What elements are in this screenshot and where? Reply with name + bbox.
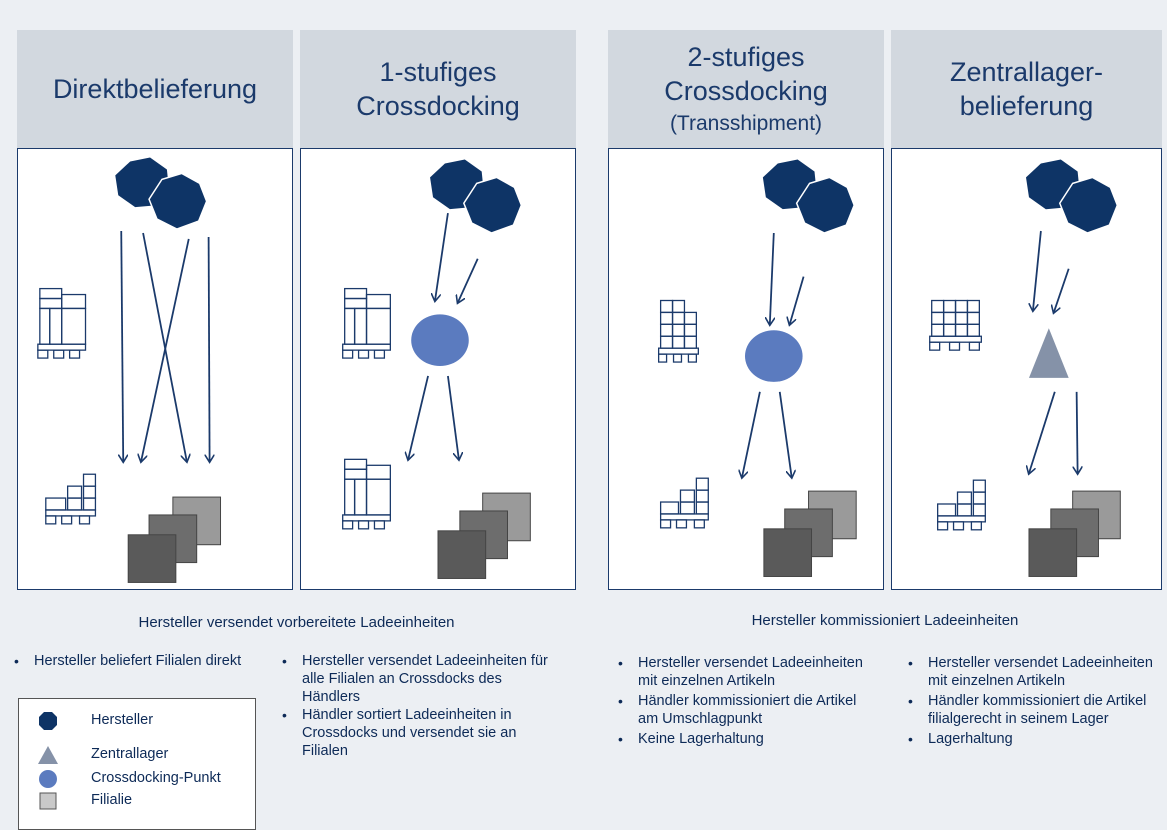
pallet-grid-icon [657,299,699,363]
filialen-icon [763,490,857,577]
column-title: Zentrallager- belieferung [949,57,1104,121]
zentrallager-icon [1028,328,1069,378]
pallet-stack-icon [342,287,391,359]
legend-label: Filialie [91,792,133,808]
bullet-item: Hersteller versendet Ladeeinheiten für a… [280,652,550,706]
pallet-grid-icon [929,299,982,351]
bullet-item: Hersteller beliefert Filialen direkt [12,652,252,670]
hersteller-octagon-icon [39,712,57,730]
crossdocking-point-icon [745,330,803,382]
inbound-arrows [435,213,479,302]
header-1-stufiges-crossdocking: 1-stufiges Crossdocking [300,30,576,148]
bullets-zentrallagerbelieferung: Hersteller versendet Ladeeinheiten mit e… [906,654,1162,748]
pallet-stack-icon [342,458,391,530]
panel-direktbelieferung [17,148,293,590]
filialen-icon [127,496,222,583]
filialen-icon [1028,490,1121,577]
panel-1-stufiges-crossdocking [300,148,576,590]
caption-right: Hersteller kommissioniert Ladeeinheiten [751,612,1019,629]
hersteller-icon [762,159,856,234]
bullets-1-stufiges-crossdocking: Hersteller versendet Ladeeinheiten für a… [280,652,550,760]
column-subtitle: (Transshipment) [669,112,823,135]
bullet-item: Händler sortiert Ladeeinheiten in Crossd… [280,706,550,760]
bullet-item: Händler kommissioniert die Artikel filia… [906,692,1162,728]
bullet-item: Hersteller versendet Ladeeinheiten mit e… [616,654,876,690]
outbound-arrows [742,391,792,477]
legend-row-filiale: Filialie [19,789,255,811]
pallet-stack-icon [37,287,87,359]
zentrallager-triangle-icon [38,746,58,764]
pallet-stack-icon [937,479,986,531]
panel-zentrallagerbelieferung [891,148,1162,590]
legend-label: Hersteller [91,712,154,728]
pallet-stack-icon [659,477,709,529]
header-zentrallagerbelieferung: Zentrallager- belieferung [891,30,1162,148]
hersteller-icon [115,157,208,230]
hersteller-icon [1026,159,1119,234]
column-title: Direktbelieferung [52,74,258,104]
hersteller-icon [430,159,523,234]
crossdocking-point-icon [411,314,469,367]
outbound-arrows [408,375,459,459]
legend-row-crossdocking: Crossdocking-Punkt [19,767,255,789]
header-2-stufiges-crossdocking: 2-stufiges Crossdocking (Transshipment) [608,30,884,148]
legend-label: Zentrallager [91,746,169,762]
bullet-item: Keine Lagerhaltung [616,730,876,748]
diagram-1-stufiges-crossdocking [342,159,531,579]
bullets-2-stufiges-crossdocking: Hersteller versendet Ladeeinheiten mit e… [616,654,876,748]
legend-row-hersteller: Hersteller [19,709,255,731]
delivery-arrows [121,230,209,461]
legend-row-zentrallager: Zentrallager [19,743,255,765]
bullet-item: Hersteller versendet Ladeeinheiten mit e… [906,654,1162,690]
outbound-arrows [1029,391,1078,473]
inbound-arrows [770,232,805,324]
diagram-direktbelieferung [37,157,222,583]
crossdocking-circle-icon [39,770,57,788]
inbound-arrows [1033,230,1070,312]
bullets-direktbelieferung: Hersteller beliefert Filialen direkt [12,652,252,670]
bullet-item: Händler kommissioniert die Artikel am Um… [616,692,876,728]
header-direktbelieferung: Direktbelieferung [17,30,293,148]
legend: Hersteller Zentrallager Crossdocking-Pun… [18,698,256,830]
filiale-square-icon [39,792,57,810]
panel-2-stufiges-crossdocking [608,148,884,590]
legend-label: Crossdocking-Punkt [91,770,221,786]
column-title: 1-stufiges Crossdocking [356,57,520,121]
column-title: 2-stufiges Crossdocking [664,42,828,106]
diagram-2-stufiges-crossdocking [657,159,857,577]
diagram-zentrallagerbelieferung [929,159,1121,577]
pallet-stack-icon [45,473,97,525]
caption-left: Hersteller versendet vorbereitete Ladeei… [138,614,455,631]
bullet-item: Lagerhaltung [906,730,1162,748]
filialen-icon [437,492,531,579]
